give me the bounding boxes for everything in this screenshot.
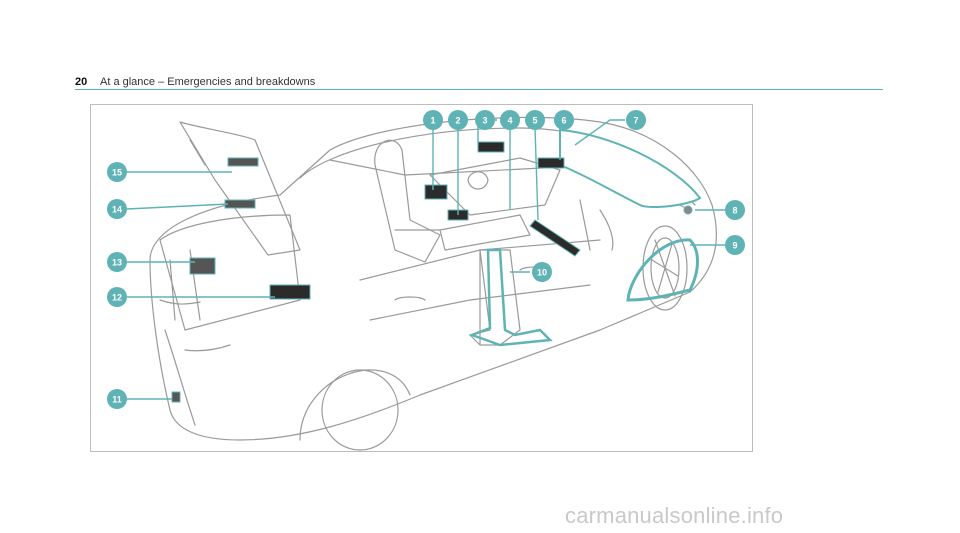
callout-10: 10 <box>532 262 552 282</box>
callout-2: 2 <box>448 110 468 130</box>
svg-text:9: 9 <box>732 241 737 251</box>
callout-11: 11 <box>107 389 127 409</box>
highlight-12 <box>269 284 311 300</box>
windshield-highlight <box>559 128 702 208</box>
page-number: 20 <box>75 76 88 88</box>
callout-6: 6 <box>554 110 574 130</box>
highlight-15 <box>227 157 259 167</box>
callout-12: 12 <box>107 287 127 307</box>
callout-5: 5 <box>525 110 545 130</box>
highlight-8 <box>683 205 693 215</box>
header-rule <box>75 89 883 90</box>
svg-text:13: 13 <box>112 258 122 268</box>
highlight-3 <box>477 141 505 153</box>
callouts: 1 2 3 4 5 6 7 8 9 10 11 12 13 14 15 <box>107 110 745 409</box>
svg-text:4: 4 <box>507 116 512 126</box>
highlight-11 <box>171 391 181 403</box>
svg-text:12: 12 <box>112 293 122 303</box>
callout-1: 1 <box>423 110 443 130</box>
leader-lines <box>126 119 725 400</box>
svg-text:11: 11 <box>112 395 122 405</box>
svg-text:8: 8 <box>732 206 737 216</box>
svg-text:1: 1 <box>430 116 435 126</box>
svg-text:10: 10 <box>537 268 547 278</box>
callout-3: 3 <box>475 110 495 130</box>
svg-text:15: 15 <box>112 168 122 178</box>
svg-text:14: 14 <box>112 205 122 215</box>
watermark: carmanualsonline.info <box>565 503 784 528</box>
callout-13: 13 <box>107 252 127 272</box>
svg-text:3: 3 <box>482 116 487 126</box>
section-title: At a glance – Emergencies and breakdowns <box>100 76 316 88</box>
highlight-6 <box>537 157 565 169</box>
highlight-1 <box>424 184 448 200</box>
svg-text:2: 2 <box>455 116 460 126</box>
callout-9: 9 <box>725 235 745 255</box>
svg-text:7: 7 <box>633 116 638 126</box>
callout-8: 8 <box>725 200 745 220</box>
page-header: 20 At a glance – Emergencies and breakdo… <box>75 76 883 92</box>
highlight-14 <box>224 199 256 209</box>
b-pillar-highlight <box>468 248 553 347</box>
svg-text:5: 5 <box>532 116 537 126</box>
callout-14: 14 <box>107 199 127 219</box>
front-wheel-highlight <box>626 238 699 302</box>
callout-15: 15 <box>107 162 127 182</box>
highlight-5 <box>529 219 581 257</box>
callout-7: 7 <box>626 110 646 130</box>
callout-4: 4 <box>500 110 520 130</box>
svg-text:6: 6 <box>561 116 566 126</box>
highlighted-components <box>171 128 702 403</box>
highlight-13 <box>189 257 216 275</box>
